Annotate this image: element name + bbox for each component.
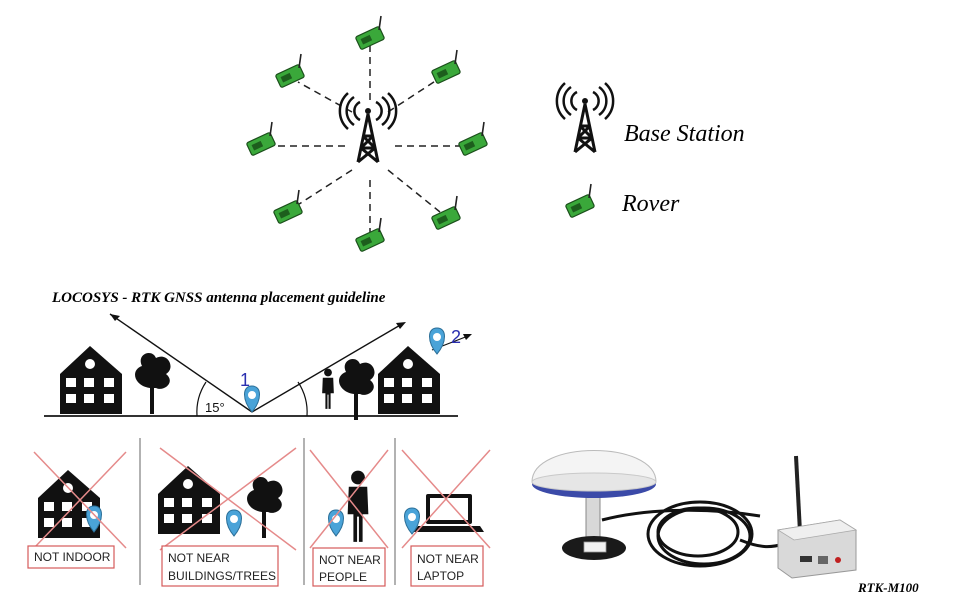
legend-tower-icon [555, 81, 615, 154]
cable-coil [601, 500, 785, 568]
location-pin-icon [429, 327, 445, 355]
legend-rover-icon [564, 183, 596, 219]
guideline-title: LOCOSYS - RTK GNSS antenna placement gui… [51, 290, 386, 306]
cross-out-icon [159, 447, 297, 551]
person-icon [322, 368, 334, 409]
rover-icon [272, 189, 304, 225]
rover-icon [354, 217, 386, 253]
rule-label-line1: NOT INDOOR [34, 550, 111, 564]
tree-icon [247, 476, 283, 538]
angle-label: 15° [205, 400, 225, 415]
laptop-icon [414, 494, 484, 532]
rule-panel-not-indoor: NOT INDOOR [27, 451, 127, 569]
base-station-tower-icon [338, 91, 398, 164]
rule-label-line2: LAPTOP [417, 569, 464, 583]
rover-icon [457, 121, 489, 157]
house-icon [158, 466, 220, 534]
tree-icon [339, 358, 375, 420]
rover-icon [274, 53, 306, 89]
rule-label-line1: NOT NEAR [417, 552, 479, 566]
rule-label-line1: NOT NEAR [168, 551, 230, 565]
product-caption: RTK-M100 [857, 580, 919, 595]
network-diagram [245, 15, 489, 253]
marker-1-label: 1 [240, 370, 250, 390]
rule-panel-not-near-people: NOT NEAR PEOPLE [309, 449, 389, 587]
rover-icon [430, 195, 462, 231]
house-icon [60, 346, 122, 414]
rule-panels: NOT INDOOR NOT NEAR BUILDINGS/TREES [27, 438, 491, 587]
cross-out-icon [309, 449, 389, 549]
rover-icon [430, 49, 462, 85]
cross-out-icon [33, 451, 127, 549]
rule-label-line2: PEOPLE [319, 570, 367, 584]
placement-scene: 15° 1 2 [44, 313, 472, 420]
cross-out-icon [401, 449, 491, 549]
house-icon [378, 346, 440, 414]
rule-panel-not-near-buildings: NOT NEAR BUILDINGS/TREES [158, 447, 297, 587]
rule-label-line1: NOT NEAR [319, 553, 381, 567]
rule-panel-not-near-laptop: NOT NEAR LAPTOP [401, 449, 491, 587]
legend: Base Station Rover [555, 81, 745, 219]
legend-rover-label: Rover [621, 191, 680, 217]
legend-base-station-label: Base Station [624, 121, 745, 147]
rule-label-line2: BUILDINGS/TREES [168, 569, 276, 583]
product-illustration: RTK-M100 [531, 450, 919, 595]
rover-icon [245, 121, 277, 157]
person-icon [347, 470, 369, 542]
location-pin-icon [226, 509, 242, 537]
tree-icon [135, 352, 171, 414]
marker-2-label: 2 [451, 327, 461, 347]
rover-icon [354, 15, 386, 51]
